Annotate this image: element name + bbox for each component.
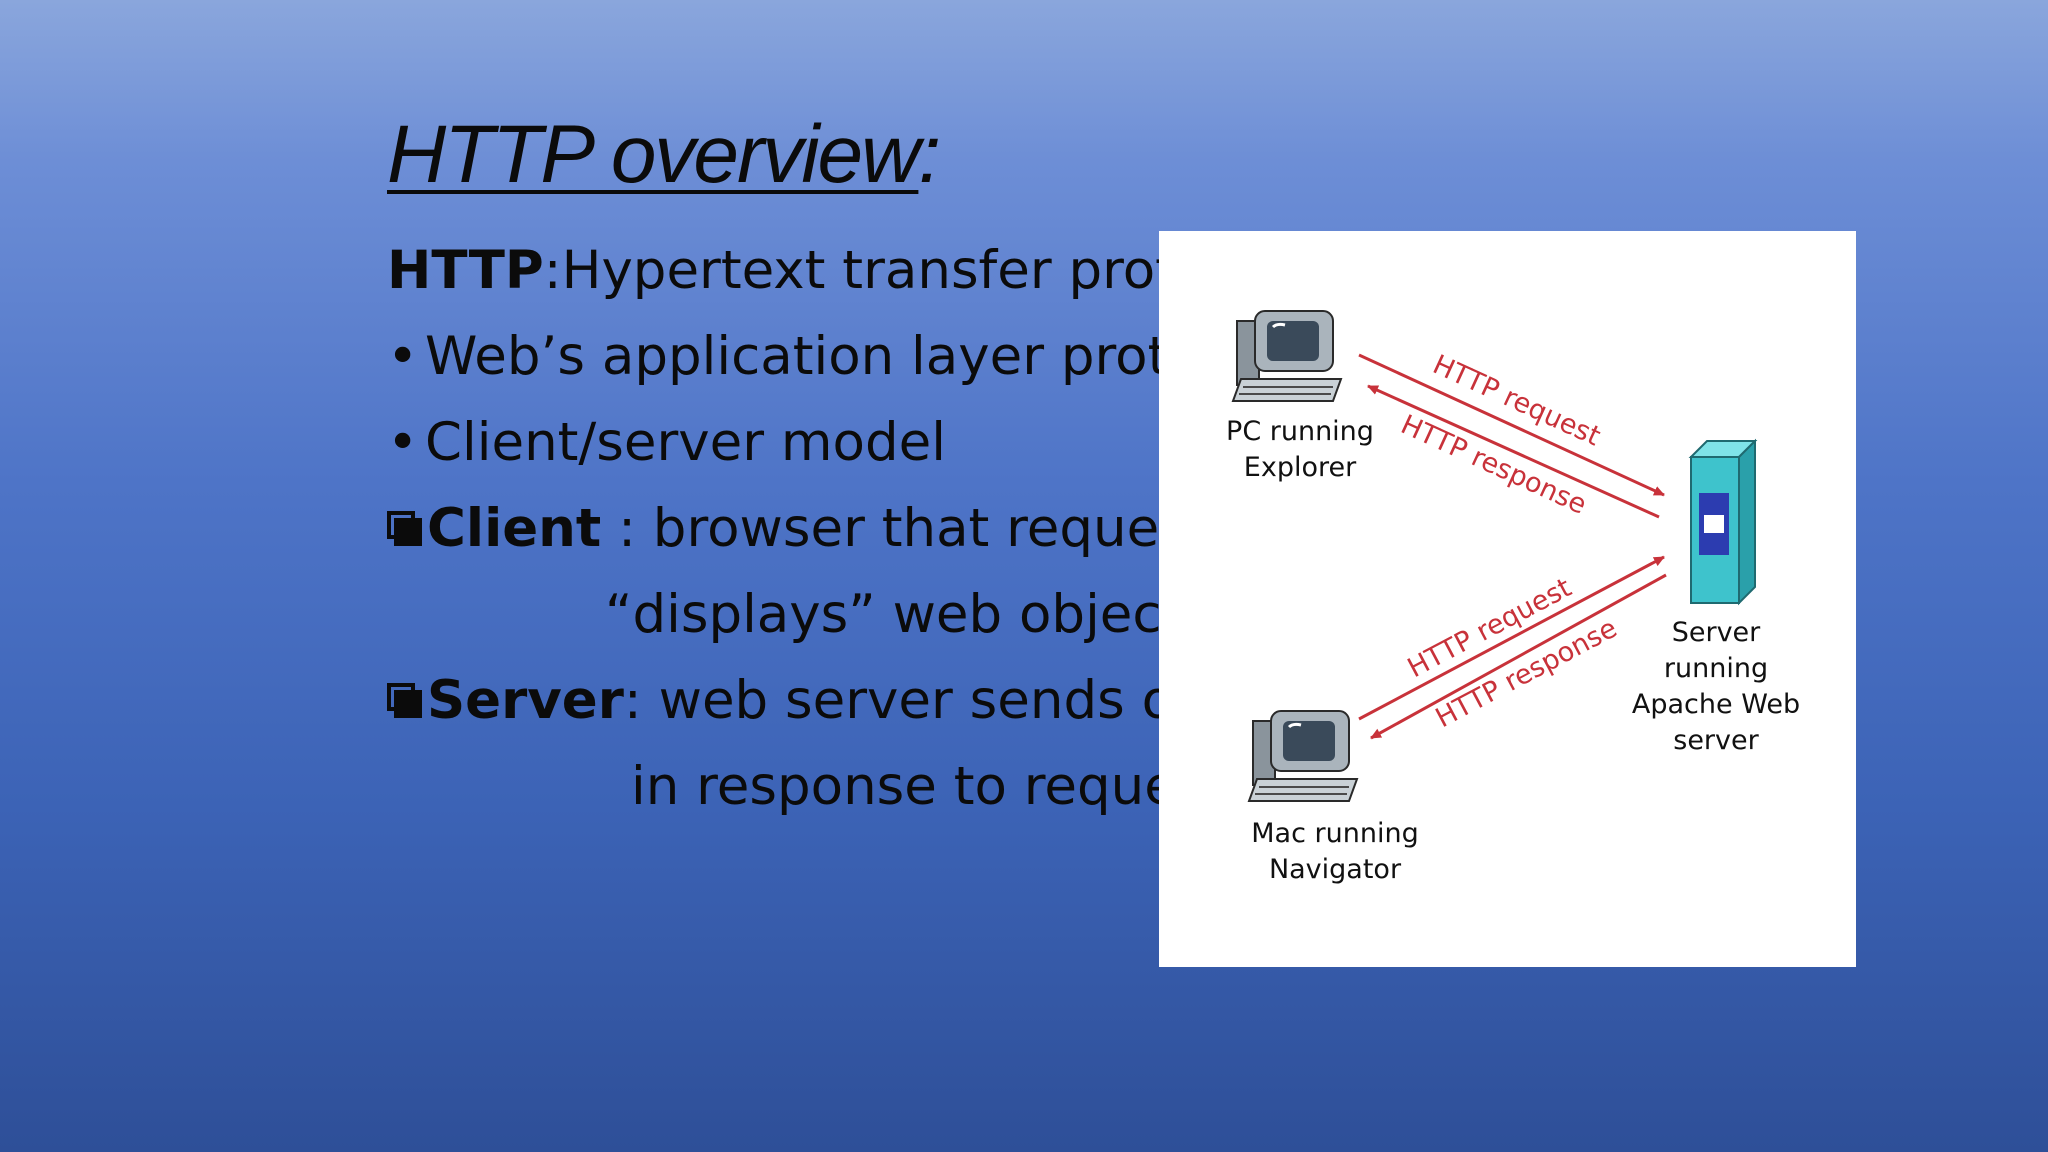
top-request-arrow — [1358, 353, 1665, 497]
shadow-box-bullet-icon — [387, 683, 425, 721]
bullet-item-1-text: Web’s application layer protocol — [425, 326, 1278, 387]
slide-title-text: HTTP overview — [387, 109, 920, 200]
server-tower-icon — [1688, 438, 1758, 606]
slide-title: HTTP overview: — [387, 114, 941, 196]
bullet-item-2-text: Client/server model — [425, 412, 946, 473]
pc-label: PC running Explorer — [1226, 416, 1374, 483]
pc-computer-icon — [1231, 310, 1343, 402]
http-diagram-svg: HTTP request HTTP response HTTP request … — [1226, 310, 1800, 885]
bullet-item-1: •Web’s application layer protocol — [387, 330, 1277, 383]
mac-label-line-1: Mac running — [1251, 818, 1418, 849]
definition-term: HTTP — [387, 240, 544, 301]
server-label-line-4: server — [1673, 725, 1759, 756]
pc-label-line-1: PC running — [1226, 416, 1374, 447]
client-term: Client — [427, 498, 602, 559]
shadow-box-bullet-icon — [387, 511, 425, 549]
mac-computer-icon — [1247, 710, 1359, 802]
server-term: Server — [427, 670, 624, 731]
server-label-line-1: Server — [1672, 617, 1761, 648]
slide-title-colon: : — [918, 109, 941, 200]
top-http-arrows: HTTP request HTTP response — [1358, 349, 1665, 521]
definition-line: HTTP:Hypertext transfer protocol — [387, 244, 1285, 297]
mac-label-line-2: Navigator — [1269, 854, 1402, 885]
top-response-arrow — [1367, 384, 1660, 519]
bottom-request-arrow — [1358, 555, 1665, 721]
bullet-item-2: •Client/server model — [387, 416, 946, 469]
server-label-line-2: running — [1664, 653, 1768, 684]
server-continuation: in response to requests — [631, 756, 1253, 817]
bullet-dot-icon: • — [387, 326, 419, 387]
server-label-line-3: Apache Web — [1632, 689, 1800, 720]
bottom-response-arrow — [1370, 573, 1667, 740]
client-continuation: “displays” web objects. — [605, 584, 1227, 645]
pc-label-line-2: Explorer — [1244, 452, 1357, 483]
bullet-dot-icon: • — [387, 412, 419, 473]
server-label: Server running Apache Web server — [1632, 617, 1800, 756]
http-diagram: HTTP request HTTP response HTTP request … — [1159, 231, 1856, 967]
bottom-http-arrows: HTTP request HTTP response — [1358, 555, 1667, 740]
mac-label: Mac running Navigator — [1251, 818, 1418, 885]
